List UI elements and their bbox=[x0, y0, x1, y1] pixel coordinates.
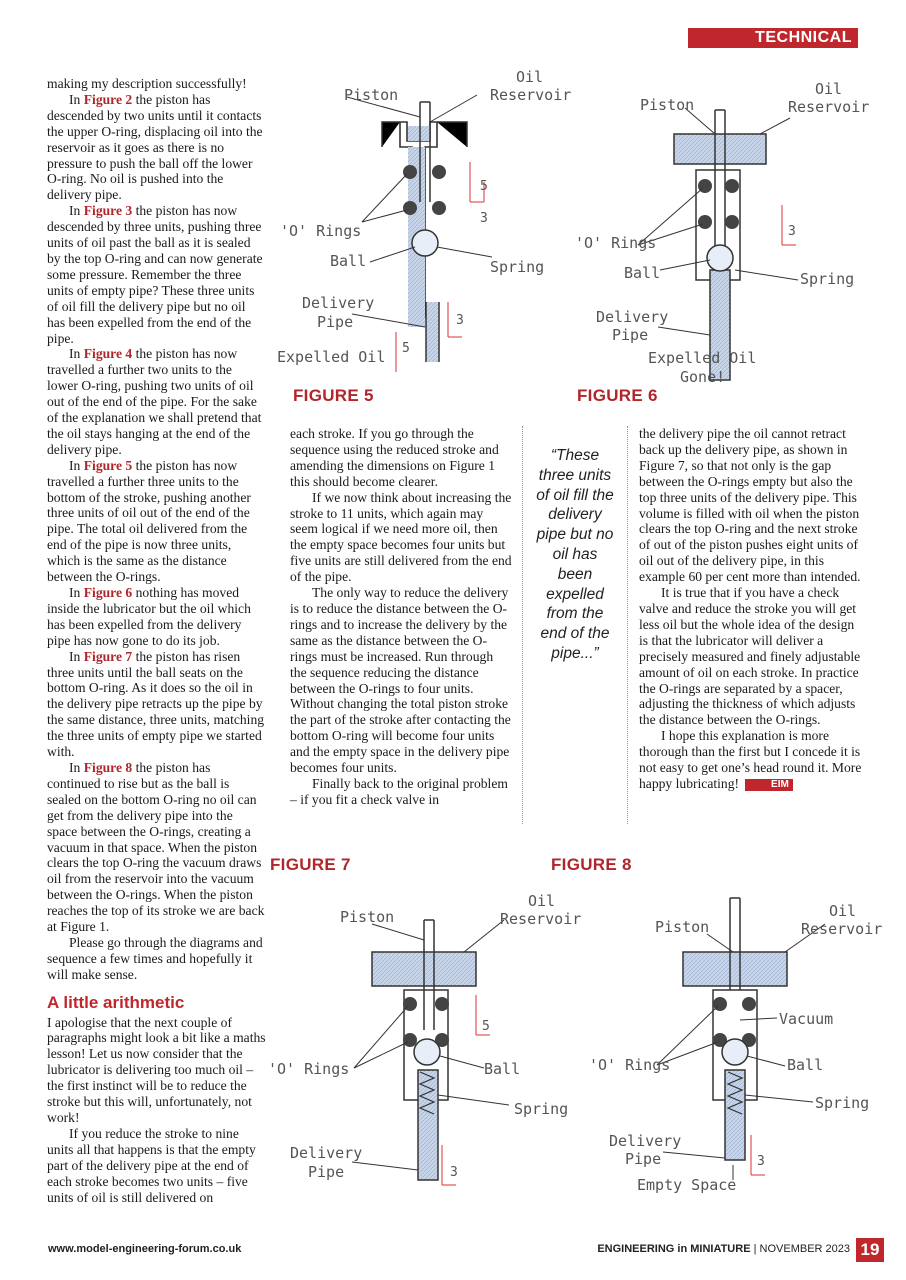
column-divider bbox=[522, 426, 523, 824]
paragraph: The only way to reduce the delivery is t… bbox=[290, 585, 511, 776]
figure-8-diagram: Piston Oil Reservoir Vacuum 'O' Rings Ba… bbox=[589, 897, 882, 1194]
paragraph: It is true that if you have a check valv… bbox=[639, 585, 861, 728]
fig6-label-delivery: Delivery bbox=[596, 308, 668, 326]
fig8-label-vacuum: Vacuum bbox=[779, 1010, 833, 1028]
text-column-3: the delivery pipe the oil cannot retract… bbox=[639, 426, 863, 792]
fig7-dim-a: 5 bbox=[482, 1019, 490, 1034]
fig5-label-piston: Piston bbox=[344, 86, 398, 104]
fig5-dim-c: 3 bbox=[456, 313, 464, 328]
fig5-label-ball: Ball bbox=[330, 252, 366, 270]
text-column-2: each stroke. If you go through the seque… bbox=[290, 426, 512, 808]
fig7-label-piston: Piston bbox=[340, 908, 394, 926]
figure-6-caption: FIGURE 6 bbox=[577, 386, 658, 405]
fig8-label-delivery: Delivery bbox=[609, 1132, 681, 1150]
figure-8-caption: FIGURE 8 bbox=[551, 855, 632, 874]
fig6-label-expelled: Expelled Oil bbox=[648, 349, 756, 367]
fig6-label-gone: Gone! bbox=[680, 368, 725, 386]
pull-quote: “These three units of oil fill the deliv… bbox=[536, 447, 614, 662]
fig8-label-orings: 'O' Rings bbox=[589, 1056, 670, 1074]
fig7-label-orings: 'O' Rings bbox=[268, 1060, 349, 1078]
fig7-label-delivery: Delivery bbox=[290, 1144, 362, 1162]
fig6-label-pipe: Pipe bbox=[612, 326, 648, 344]
figure-6-diagram: Piston Oil Reservoir 'O' Rings Ball Spri… bbox=[575, 80, 869, 386]
fig6-label-ball: Ball bbox=[624, 264, 660, 282]
fig8-label-spring: Spring bbox=[815, 1094, 869, 1112]
fig7-label-oil: Oil bbox=[528, 892, 555, 910]
fig7-label-pipe: Pipe bbox=[308, 1163, 344, 1181]
fig8-label-ball: Ball bbox=[787, 1056, 823, 1074]
fig8-label-empty: Empty Space bbox=[637, 1176, 736, 1194]
paragraph: In Figure 3 the piston has now descended… bbox=[47, 203, 263, 346]
fig5-dim-b: 3 bbox=[480, 211, 488, 226]
fig5-dim-d: 5 bbox=[402, 341, 410, 356]
fig8-label-oil: Oil bbox=[829, 902, 856, 920]
section-tab: TECHNICAL bbox=[688, 28, 858, 48]
fig5-dim-a: 5 bbox=[480, 179, 488, 194]
paragraph: I hope this explanation is more thorough… bbox=[639, 728, 862, 791]
text-column-1: making my description successfully! In F… bbox=[47, 76, 266, 1205]
fig5-label-reservoir: Reservoir bbox=[490, 86, 571, 104]
fig7-label-ball: Ball bbox=[484, 1060, 520, 1078]
paragraph: In Figure 8 the piston has continued to … bbox=[47, 759, 265, 935]
fig6-label-spring: Spring bbox=[800, 270, 854, 288]
paragraph: In Figure 4 the piston has now travelled… bbox=[47, 346, 262, 457]
fig5-label-oil: Oil bbox=[516, 68, 543, 86]
paragraph: In Figure 6 nothing has moved inside the… bbox=[47, 585, 251, 648]
paragraph: In Figure 7 the piston has risen three u… bbox=[47, 648, 265, 760]
page-number: 19 bbox=[856, 1238, 884, 1262]
fig5-label-orings: 'O' Rings bbox=[280, 222, 361, 240]
paragraph: Finally back to the original problem – i… bbox=[290, 775, 508, 807]
fig5-label-expelled: Expelled Oil bbox=[277, 348, 385, 366]
fig6-label-piston: Piston bbox=[640, 96, 694, 114]
figure-7-caption: FIGURE 7 bbox=[270, 855, 351, 874]
end-badge: EIM bbox=[745, 778, 793, 791]
fig8-label-pipe: Pipe bbox=[625, 1150, 661, 1168]
fig7-label-reservoir: Reservoir bbox=[500, 910, 581, 928]
figure-7-diagram: Piston Oil Reservoir 'O' Rings Ball Spri… bbox=[268, 892, 581, 1186]
paragraph: If you reduce the stroke to nine units a… bbox=[47, 1125, 256, 1205]
figure-5-diagram: Piston Oil Reservoir 'O' Rings Ball Spri… bbox=[277, 68, 571, 372]
paragraph: In Figure 2 the piston has descended by … bbox=[47, 91, 263, 203]
fig8-dim-a: 3 bbox=[757, 1154, 765, 1169]
fig5-label-spring: Spring bbox=[490, 258, 544, 276]
fig5-label-delivery: Delivery bbox=[302, 294, 374, 312]
paragraph: In Figure 5 the piston has now travelled… bbox=[47, 457, 251, 585]
section-heading: A little arithmetic bbox=[47, 992, 185, 1012]
paragraph: I apologise that the next couple of para… bbox=[47, 1014, 266, 1125]
fig6-label-reservoir: Reservoir bbox=[788, 98, 869, 116]
paragraph: each stroke. If you go through the seque… bbox=[290, 426, 499, 489]
paragraph: making my description successfully! bbox=[47, 76, 247, 91]
footer-url: www.model-engineering-forum.co.uk bbox=[48, 1243, 242, 1255]
figure-5-caption: FIGURE 5 bbox=[293, 386, 374, 405]
column-divider bbox=[627, 426, 628, 824]
footer-magazine: ENGINEERING in MINIATURE | NOVEMBER 2023 bbox=[597, 1243, 850, 1255]
fig6-label-oil: Oil bbox=[815, 80, 842, 98]
fig6-dim-a: 3 bbox=[788, 224, 796, 239]
fig7-dim-b: 3 bbox=[450, 1165, 458, 1180]
paragraph: If we now think about increasing the str… bbox=[290, 489, 512, 585]
paragraph: the delivery pipe the oil cannot retract… bbox=[639, 426, 861, 585]
paragraph: Please go through the diagrams and seque… bbox=[47, 934, 263, 982]
fig8-label-piston: Piston bbox=[655, 918, 709, 936]
fig8-label-reservoir: Reservoir bbox=[801, 920, 882, 938]
fig5-label-pipe: Pipe bbox=[317, 313, 353, 331]
fig7-label-spring: Spring bbox=[514, 1100, 568, 1118]
fig6-label-orings: 'O' Rings bbox=[575, 234, 656, 252]
